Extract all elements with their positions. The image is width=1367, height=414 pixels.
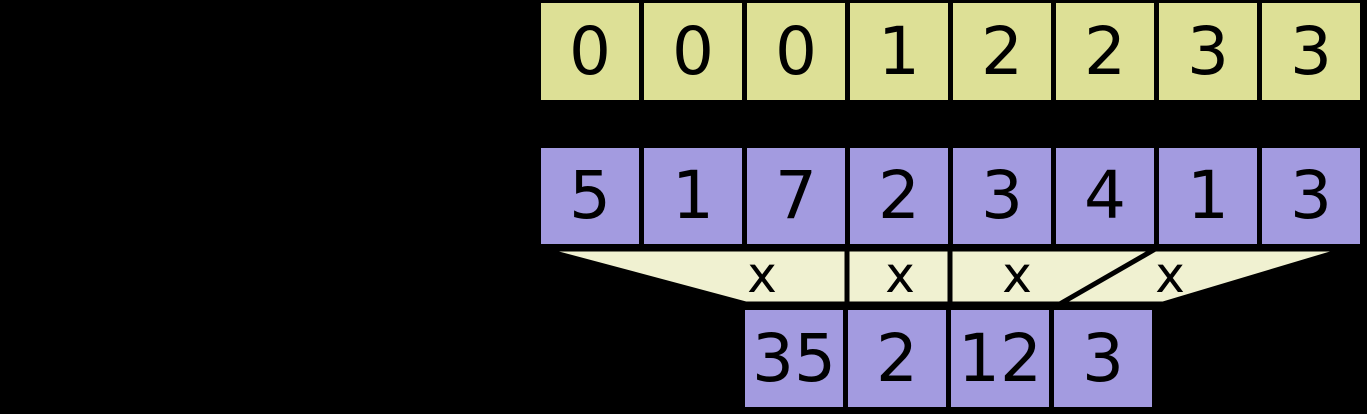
value-cell: 1 — [1159, 148, 1257, 244]
segment-results-row: 35 2 12 3 — [741, 306, 1156, 411]
value-cell: 3 — [1262, 148, 1360, 244]
value-cell: 5 — [541, 148, 639, 244]
multiply-operator: x — [747, 246, 777, 304]
flag-cell: 0 — [747, 3, 845, 100]
flag-cell: 1 — [850, 3, 948, 100]
flag-cell: 0 — [644, 3, 742, 100]
flag-cell: 2 — [953, 3, 1051, 100]
value-cell: 4 — [1056, 148, 1154, 244]
result-cell: 3 — [1054, 310, 1152, 407]
value-cell: 3 — [953, 148, 1051, 244]
flag-cell: 3 — [1262, 3, 1360, 100]
flag-cell: 2 — [1056, 3, 1154, 100]
segment-flags-row: 0 0 0 1 2 2 3 3 — [537, 0, 1364, 104]
input-values-row: 5 1 7 2 3 4 1 3 — [537, 144, 1364, 248]
flag-cell: 3 — [1159, 3, 1257, 100]
reduction-band-shape — [539, 246, 1348, 307]
result-cell: 35 — [745, 310, 843, 407]
value-cell: 1 — [644, 148, 742, 244]
multiply-operator: x — [1155, 246, 1185, 304]
segment-divider-diagonal — [1056, 245, 1159, 308]
result-cell: 12 — [951, 310, 1049, 407]
flag-cell: 0 — [541, 3, 639, 100]
value-cell: 7 — [747, 148, 845, 244]
multiply-operator: x — [1002, 246, 1032, 304]
value-cell: 2 — [850, 148, 948, 244]
multiply-operator: x — [885, 246, 915, 304]
result-cell: 2 — [848, 310, 946, 407]
